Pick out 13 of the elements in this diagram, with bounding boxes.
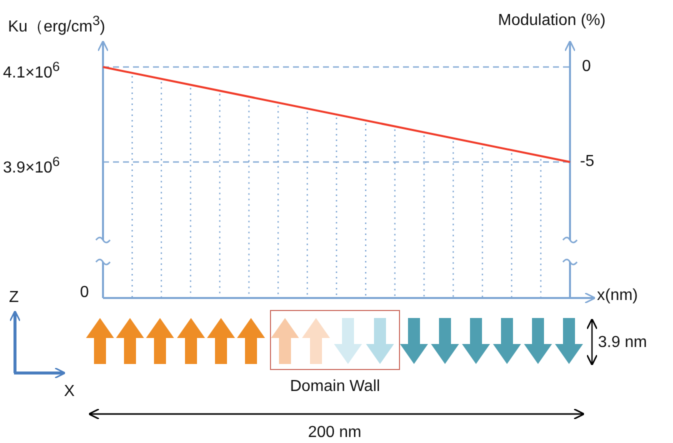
axis-title: Ku（erg/cm$^{3}$) — [8, 12, 106, 36]
tick-label: 4.1×10$^{6}$ — [3, 58, 60, 82]
dimension-label: 200 nm — [308, 424, 362, 442]
dimension-label: 3.9 nm — [598, 334, 647, 352]
tick-label: 0 — [582, 58, 591, 76]
tick-label: 3.9×10$^{6}$ — [3, 153, 60, 178]
axis-title: Modulation (%) — [498, 12, 606, 30]
axis-letter: X — [64, 383, 75, 401]
tick-label: -5 — [580, 153, 594, 171]
axis-letter: Z — [9, 289, 19, 307]
box-label: Domain Wall — [288, 378, 382, 396]
tick-label: 0 — [80, 284, 89, 302]
axis-title: x(nm) — [597, 287, 638, 305]
